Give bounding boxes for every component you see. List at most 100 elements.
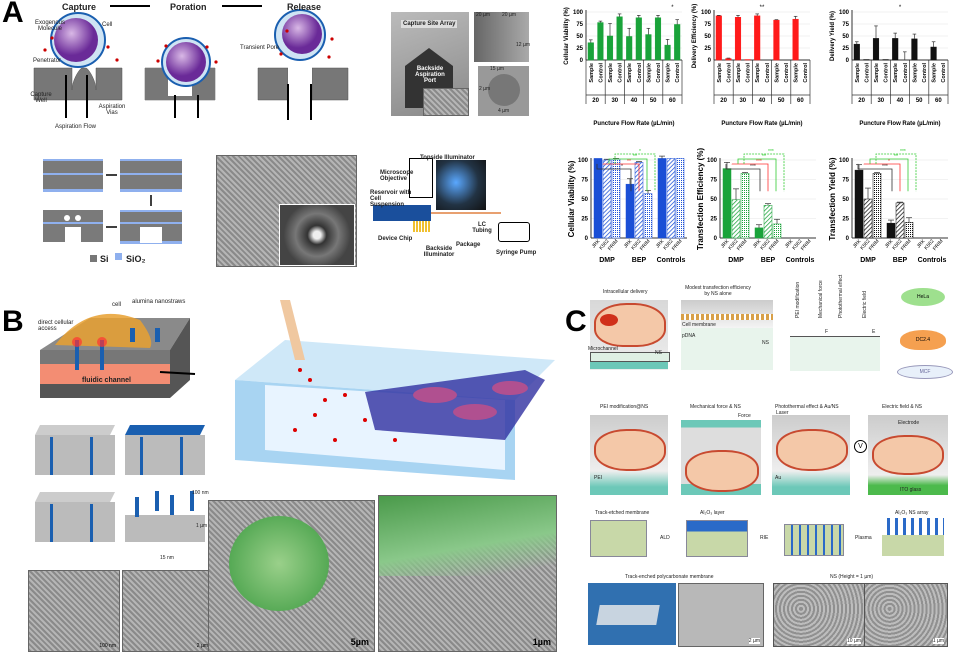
inset-well-image — [279, 204, 355, 266]
cell-hela: HeLa — [901, 288, 945, 306]
y-axis-label: Transfection Efficiency (%) — [696, 148, 705, 251]
dim-100nm: 100 nm — [192, 490, 209, 496]
dim-15nm: 15 nm — [160, 555, 174, 561]
group-label: 30 — [739, 98, 746, 104]
significance-label: ** — [760, 5, 765, 11]
c-fab-title-1: Al₂O₃ layer — [700, 510, 725, 516]
c-callout-membrane: Cell membrane — [682, 322, 716, 328]
group-label: 60 — [935, 98, 942, 104]
stage-poration: Poration — [170, 2, 207, 12]
y-tick-label: 0 — [585, 236, 589, 242]
y-tick-label: 100 — [707, 158, 718, 164]
callout-transient-pore: Transient Pore — [240, 45, 280, 51]
bar — [911, 38, 918, 61]
x-category-label: Sample — [893, 63, 899, 83]
y-tick-label: 50 — [842, 197, 849, 203]
y-tick-label: 75 — [581, 178, 588, 184]
x-category-label: JRK — [784, 238, 795, 250]
c-mark-e: E — [872, 329, 876, 335]
callout-aspiration-flow: Aspiration Flow — [55, 124, 97, 130]
membrane-sem: 2 µm — [678, 583, 764, 647]
y-axis-label: Cellular Viability (%) — [564, 7, 570, 65]
x-category-label: Control — [864, 63, 870, 83]
cell-dc24: DC2.4 — [900, 330, 946, 350]
sem-cell-on-nanostraws: 5µm — [208, 500, 375, 652]
group-label: DMP — [860, 257, 876, 264]
y-tick-label: 25 — [581, 217, 588, 223]
c-callout-ns: NS — [655, 350, 662, 356]
bar — [674, 24, 681, 61]
bar — [872, 38, 880, 61]
panel-a-label: A — [2, 0, 24, 29]
x-category-label: JRK — [623, 238, 634, 250]
group-label: 60 — [797, 98, 804, 104]
scalebar: 1 µm — [932, 638, 944, 644]
microchannel — [590, 352, 670, 362]
bar — [754, 227, 764, 239]
significance-label: *** — [756, 159, 762, 165]
significance-label: ** — [627, 159, 631, 165]
illuminator-shape — [413, 220, 431, 232]
x-category-label: Control — [746, 63, 752, 83]
bar — [611, 158, 621, 239]
x-axis-label: Puncture Flow Rate (µL/min) — [859, 121, 940, 127]
x-category-label: Control — [765, 63, 771, 83]
x-category-label: JRK — [752, 238, 763, 250]
y-axis-label: Cellular Viability (%) — [567, 160, 576, 237]
x-category-label: Control — [941, 63, 947, 83]
c-mid-title-electric: Electric field & NS — [882, 404, 923, 410]
c-electric-diagram — [868, 415, 948, 495]
scalebar: 2 µm — [196, 643, 208, 649]
significance-label: * — [621, 164, 623, 170]
c-modification-diagram — [790, 336, 880, 371]
bar — [602, 159, 612, 239]
green-cell — [229, 516, 329, 611]
callout-exogenous: Exogenous Molecule — [34, 20, 66, 32]
sem-nanostraw-field: 2 µm — [122, 570, 212, 652]
sem-nanostraws-closeup: 100 nm — [28, 570, 120, 652]
group-label: 40 — [759, 98, 766, 104]
y-tick-label: 0 — [846, 58, 850, 64]
significance-label: ** — [894, 154, 898, 160]
group-label: 50 — [778, 98, 785, 104]
x-category-label: JRK — [884, 238, 895, 250]
group-label: 50 — [650, 98, 657, 104]
ns-sem-closeup: 1 µm — [864, 583, 948, 647]
pipette — [280, 300, 305, 360]
significance-label: * — [888, 159, 890, 165]
x-category-label: Sample — [608, 63, 614, 83]
x-category-label: Control — [637, 63, 643, 83]
c-step-ald: ALD — [660, 535, 670, 541]
well-opening — [488, 74, 520, 106]
bar — [872, 173, 882, 239]
y-tick-label: 50 — [581, 197, 588, 203]
significance-bracket — [857, 163, 893, 192]
scalebar: 100 nm — [99, 643, 116, 649]
dim-1um: 1 µm — [196, 523, 208, 529]
group-label: DMP — [728, 257, 744, 264]
bar — [772, 223, 782, 239]
y-axis-label: Delivery Efficiency (%) — [692, 4, 698, 68]
x-category-label: Control — [598, 63, 604, 83]
c-callout-pei: PEI — [594, 475, 603, 481]
sio2-swatch — [115, 253, 122, 260]
c-callout-force: Force — [738, 413, 751, 419]
y-tick-label: 75 — [842, 178, 849, 184]
c-photothermal-diagram — [772, 415, 850, 495]
callout-cell: Cell — [102, 22, 113, 28]
callout-nanostraws: alumina nanostraws — [132, 299, 186, 305]
bar — [853, 43, 860, 61]
setup-reservoir: Reservoir with Cell Suspension — [370, 190, 412, 208]
c-mark-f: F — [825, 329, 829, 335]
device-chip-shape — [373, 205, 431, 221]
y-tick-label: 0 — [714, 236, 718, 242]
significance-label: * — [671, 5, 674, 11]
y-tick-label: 50 — [710, 197, 717, 203]
x-category-label: Control — [922, 63, 928, 83]
bar — [616, 16, 623, 61]
y-tick-label: 100 — [573, 10, 584, 16]
x-category-label: Sample — [874, 63, 880, 83]
capture-well-top-image: 15 µm 2 µm 4 µm — [478, 66, 529, 116]
